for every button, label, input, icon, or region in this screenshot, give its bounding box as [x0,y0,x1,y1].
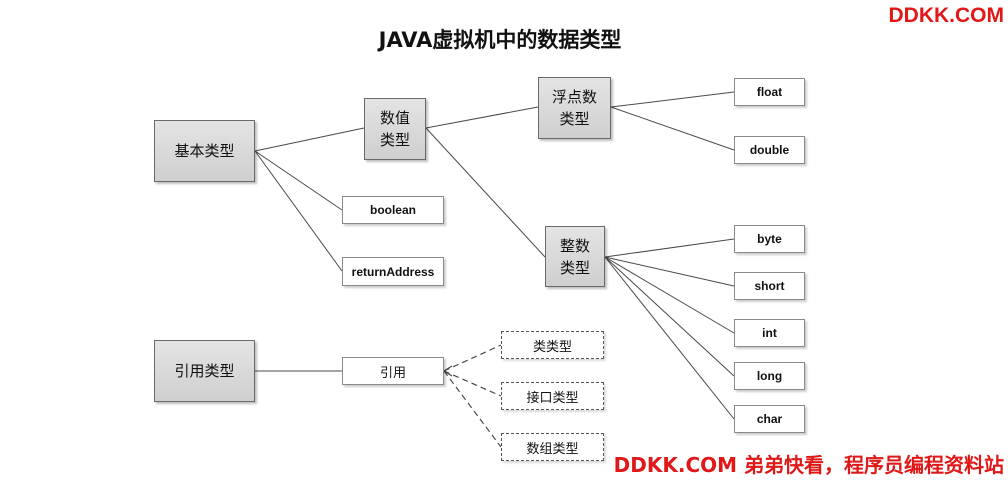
diagram-title: JAVA虚拟机中的数据类型 [378,28,622,52]
node-float-point-types: 浮点数 类型 [538,77,611,139]
node-integer-types-line1: 整数 [559,236,590,255]
node-return-address-label: returnAddress [351,264,435,279]
node-long-label: long [756,369,783,383]
node-reference-label: 引用 [379,365,406,381]
node-interface-type-label: 接口类型 [526,390,579,406]
node-class-type: 类类型 [501,331,604,359]
node-reference-types-label: 引用类型 [174,362,235,380]
node-char-label: char [756,412,783,426]
edge-numeric-floatpoint [425,106,539,129]
edge-integer-int [604,256,735,334]
node-array-type-label: 数组类型 [526,441,579,457]
edge-basic-returnaddress [254,150,343,272]
edge-basic-numeric [254,127,365,152]
edge-reference-interface [443,370,502,397]
edge-integer-long [604,256,735,377]
node-basic-types-label: 基本类型 [174,142,235,160]
edge-floatpoint-float [610,91,735,108]
node-float-point-types-line1: 浮点数 [551,88,597,106]
edge-integer-short [604,256,735,287]
node-integer-types-line2: 类型 [559,258,590,277]
arrow-head-left [442,365,453,377]
node-numeric-types: 数值 类型 [364,98,426,160]
edge-floatpoint-double [610,106,735,151]
node-reference: 引用 [342,357,444,385]
edge-reference-array [443,370,502,448]
edge-reference-class [443,344,502,372]
node-numeric-types-line1: 数值 [379,109,410,127]
node-boolean: boolean [342,196,444,224]
node-class-type-label: 类类型 [532,339,572,355]
node-double: double [734,136,805,164]
node-float: float [734,78,805,106]
edge-numeric-integer [425,127,546,258]
node-return-address: returnAddress [342,257,444,286]
node-char: char [734,405,805,433]
node-float-point-types-line2: 类型 [559,110,590,128]
node-interface-type: 接口类型 [501,382,604,410]
watermark-bottom: DDKK.COM 弟弟快看，程序员编程资料站 [613,453,1004,477]
node-integer-types: 整数 类型 [545,226,605,287]
node-int: int [734,319,805,347]
node-numeric-types-line2: 类型 [379,131,410,149]
node-int-label: int [762,326,777,340]
edge-integer-char [604,256,735,420]
node-byte-label: byte [757,232,782,246]
edge-integer-byte [604,238,735,258]
node-short-label: short [754,279,785,293]
node-long: long [734,362,805,390]
node-float-label: float [756,85,783,99]
node-byte: byte [734,225,805,253]
node-short: short [734,272,805,300]
watermark-top: DDKK.COM [888,4,1005,27]
node-double-label: double [749,143,790,157]
edge-basic-boolean [254,150,343,211]
node-boolean-label: boolean [369,203,416,217]
node-basic-types: 基本类型 [154,120,255,182]
node-reference-types: 引用类型 [154,340,255,402]
node-array-type: 数组类型 [501,433,604,461]
